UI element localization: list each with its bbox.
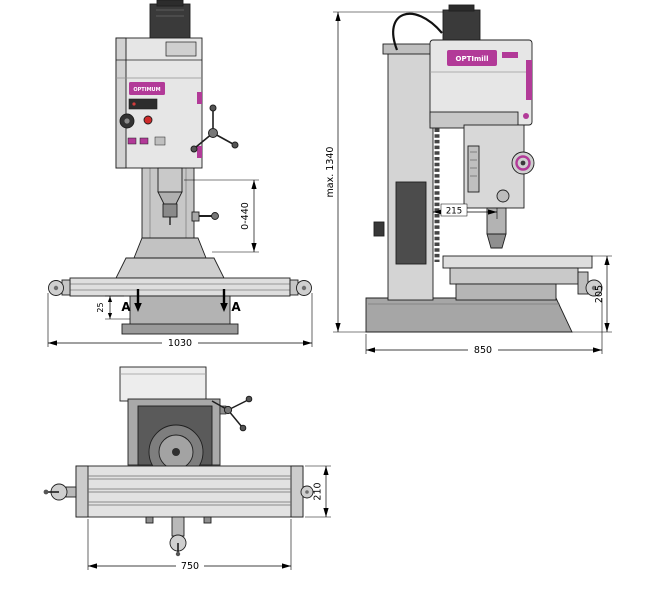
dim-label-table-width: 750 xyxy=(181,561,199,572)
front-switch-right xyxy=(139,137,149,145)
dim-label-table-height: 205 xyxy=(594,285,605,303)
front-logo-plate xyxy=(129,82,165,95)
section-marker-left: A xyxy=(121,289,142,314)
front-slide-upper xyxy=(133,237,207,259)
front-base xyxy=(129,295,231,327)
front-slide-lower xyxy=(115,257,225,279)
side-base xyxy=(365,297,573,333)
side-depth-scale xyxy=(467,145,480,193)
section-letter-left: A xyxy=(121,300,131,314)
side-cable xyxy=(392,12,443,51)
top-x-handwheel-right xyxy=(300,485,314,499)
dim-overall-height: max. 1340 xyxy=(325,11,443,333)
front-display xyxy=(128,98,158,110)
top-head-cover xyxy=(119,366,207,402)
top-feed-handle xyxy=(211,395,253,432)
front-view: OPTIMUM xyxy=(48,0,312,335)
front-emergency-button xyxy=(143,115,153,125)
side-logo-text: OPTImill xyxy=(456,55,489,63)
dim-label-overall-height: max. 1340 xyxy=(325,147,336,198)
dim-label-overall-width: 1030 xyxy=(168,338,192,349)
side-clamp-knob xyxy=(523,113,529,119)
top-table xyxy=(75,465,304,518)
dim-label-head-depth: 215 xyxy=(446,207,462,217)
front-z-crank xyxy=(191,211,219,222)
dim-table-depth: 210 xyxy=(305,465,331,518)
top-spindle-head xyxy=(148,424,204,480)
side-column-panel xyxy=(395,181,427,265)
section-letter-right: A xyxy=(231,300,241,314)
front-x-handwheel-left xyxy=(48,280,64,296)
section-marker-right: A xyxy=(220,289,241,314)
front-table xyxy=(61,277,299,297)
dim-head-depth: 215 xyxy=(433,203,498,219)
dim-label-base-offset: 25 xyxy=(96,302,105,312)
front-x-handwheel-right xyxy=(296,280,312,296)
top-clamp-left xyxy=(145,516,154,524)
dim-spindle-stroke: 0-440 xyxy=(184,179,259,253)
dim-table-height: 205 xyxy=(572,255,612,333)
side-view: OPTImill xyxy=(365,4,603,333)
side-quill-assembly xyxy=(463,124,535,249)
dim-overall-width: 1030 xyxy=(47,293,313,349)
front-indicator-led xyxy=(132,102,136,106)
top-view xyxy=(43,366,314,557)
top-table-tslots xyxy=(88,475,291,506)
side-head: OPTImill xyxy=(429,39,533,129)
front-spindle xyxy=(157,167,183,225)
dim-overall-depth: 850 xyxy=(365,298,603,356)
dim-label-overall-depth: 850 xyxy=(474,345,492,356)
front-switch-left xyxy=(127,137,137,145)
dim-label-table-depth: 210 xyxy=(313,482,324,500)
front-motor xyxy=(149,0,191,41)
top-clamp-right xyxy=(203,516,212,524)
dim-label-spindle-stroke: 0-440 xyxy=(240,202,251,230)
side-junction-box xyxy=(373,221,385,237)
front-head: OPTIMUM xyxy=(115,37,203,169)
top-y-handwheel xyxy=(169,516,187,557)
dim-table-width: 750 xyxy=(87,519,292,572)
front-logo-text: OPTIMUM xyxy=(133,87,160,93)
top-x-handwheel-left xyxy=(43,483,77,501)
side-motor xyxy=(442,4,481,43)
dim-base-offset: 25 xyxy=(96,295,130,320)
side-logo-plate xyxy=(447,50,497,66)
side-table-assembly xyxy=(442,255,603,301)
front-feed-handle xyxy=(190,104,239,153)
front-base-plate xyxy=(121,323,239,335)
